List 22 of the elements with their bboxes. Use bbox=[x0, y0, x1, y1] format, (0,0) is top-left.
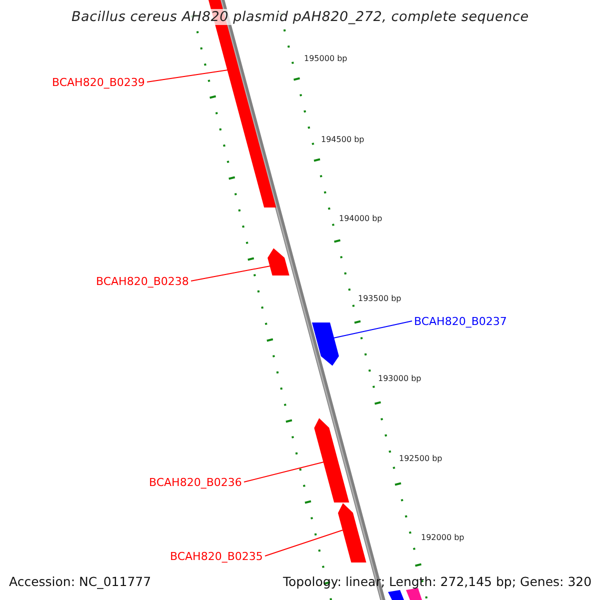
leader-line bbox=[190, 266, 271, 282]
accession-text: Accession: NC_011777 bbox=[9, 574, 152, 589]
gene-label: BCAH820_B0238 bbox=[96, 274, 189, 288]
gene-label: BCAH820_B0236 bbox=[149, 476, 242, 489]
gene-arrow bbox=[312, 322, 339, 366]
gene-label: BCAH820_B0239 bbox=[52, 76, 145, 89]
gene-label: BCAH820_B0237 bbox=[414, 314, 507, 328]
leader-line bbox=[244, 462, 324, 482]
leader-line bbox=[333, 320, 412, 338]
leader-line bbox=[146, 70, 228, 82]
gene-arrow bbox=[268, 248, 290, 276]
title: Bacillus cereus AH820 plasmid pAH820_272, complete sequence bbox=[72, 9, 529, 26]
gene-label: BCAH820_B0235 bbox=[170, 550, 263, 563]
tick-label: 194000 bp bbox=[339, 214, 382, 224]
tick-label: 192000 bp bbox=[421, 533, 464, 543]
gene-arrow bbox=[338, 503, 366, 562]
tick-label: 192500 bp bbox=[399, 454, 442, 464]
gene-arrow bbox=[314, 418, 350, 502]
leader-line bbox=[264, 530, 344, 556]
tick-label: 193000 bp bbox=[378, 374, 422, 384]
sequence-info-text: Topology: linear; Length: 272,145 bp; Genes: 320 bbox=[283, 574, 592, 589]
tick-label: 194500 bp bbox=[321, 135, 364, 145]
